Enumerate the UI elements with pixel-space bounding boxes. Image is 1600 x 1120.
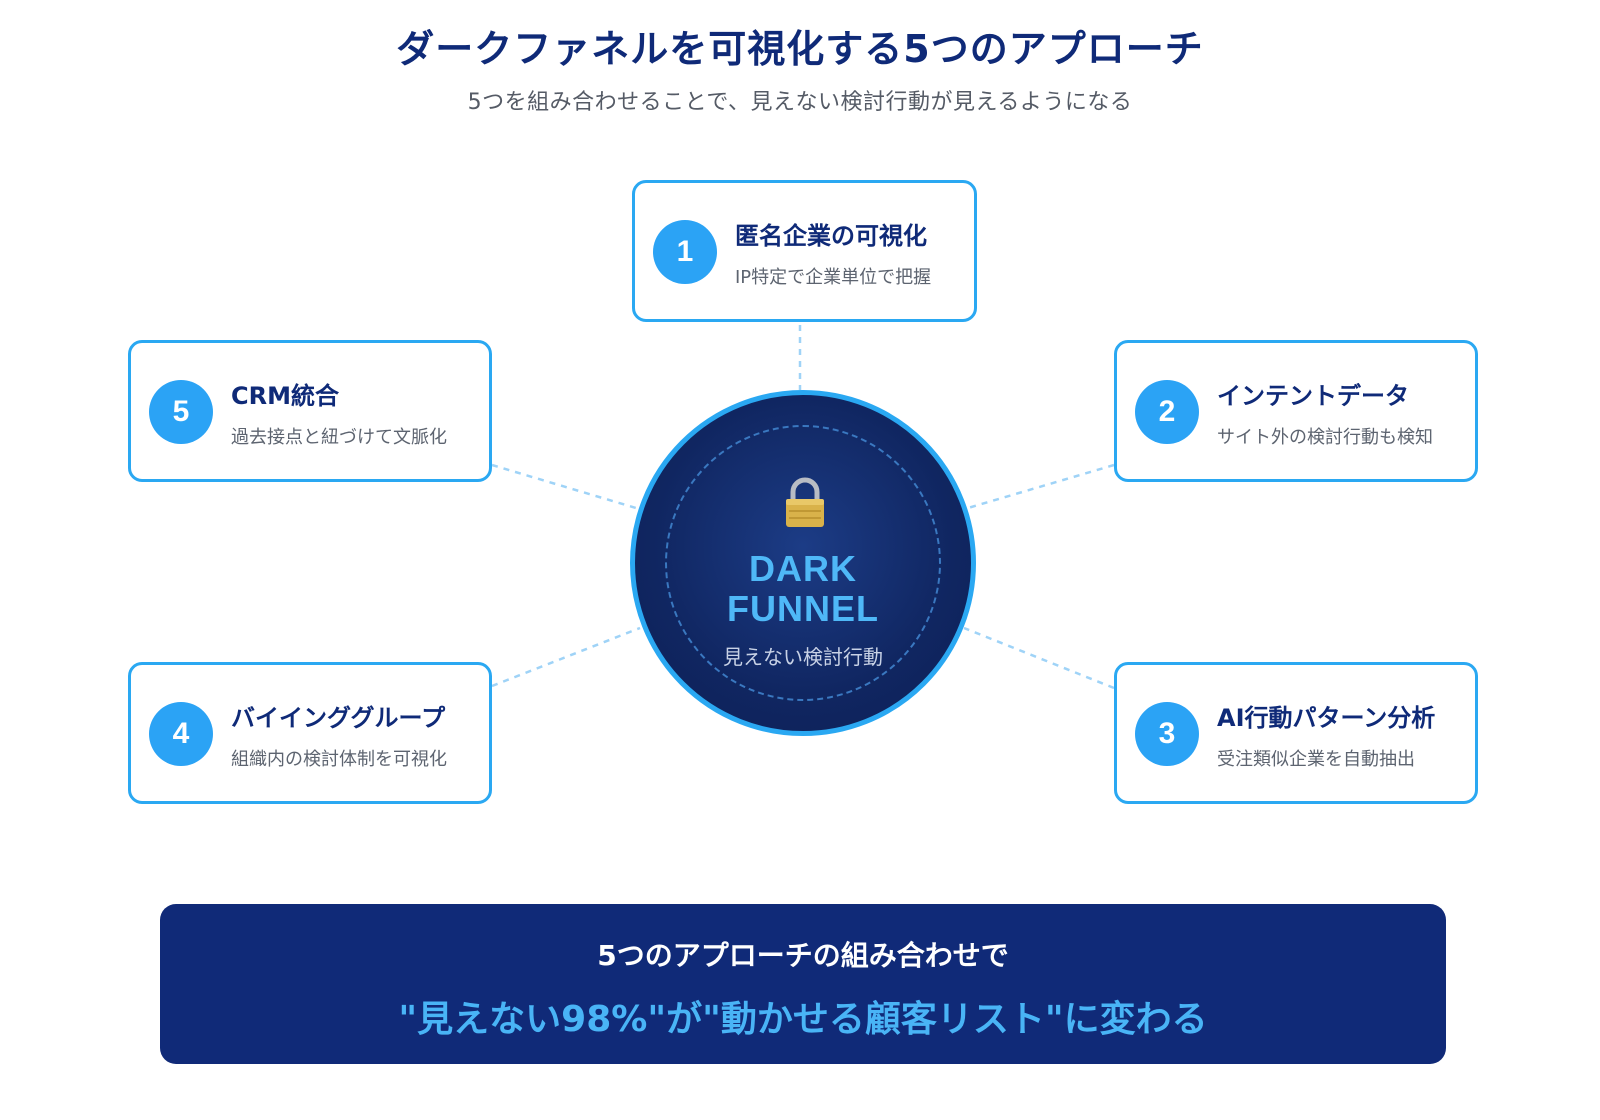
approach-description: 受注類似企業を自動抽出 — [1217, 749, 1415, 770]
summary-banner: 5つのアプローチの組み合わせで "見えない98%"が"動かせる顧客リスト"に変わ… — [160, 904, 1446, 1064]
approach-card-1: 1 匿名企業の可視化 IP特定で企業単位で把握 — [632, 180, 977, 322]
approach-title: CRM統合 — [231, 382, 339, 410]
dark-funnel-hub: DARK FUNNEL 見えない検討行動 — [630, 390, 976, 736]
approach-description: 組織内の検討体制を可視化 — [231, 749, 447, 770]
step-number-badge: 4 — [149, 702, 213, 766]
step-number-badge: 3 — [1135, 702, 1199, 766]
hub-title-line-1: DARK — [749, 548, 857, 589]
approach-title: 匿名企業の可視化 — [735, 222, 927, 250]
connector-line-3 — [963, 626, 1115, 690]
approach-card-3: 3 AI行動パターン分析 受注類似企業を自動抽出 — [1114, 662, 1478, 804]
connector-line-2 — [967, 463, 1115, 510]
step-number-badge: 1 — [653, 220, 717, 284]
approach-description: IP特定で企業単位で把握 — [735, 267, 932, 288]
page-title: ダークファネルを可視化する5つのアプローチ — [396, 27, 1204, 71]
hub-title-line-2: FUNNEL — [727, 588, 879, 629]
approach-card-5: 5 CRM統合 過去接点と紐づけて文脈化 — [128, 340, 492, 482]
step-number-badge: 5 — [149, 380, 213, 444]
approach-card-4: 4 バイインググループ 組織内の検討体制を可視化 — [128, 662, 492, 804]
approach-description: 過去接点と紐づけて文脈化 — [231, 427, 447, 448]
lock-icon — [786, 477, 824, 527]
connector-line-4 — [491, 626, 641, 688]
connector-line-5 — [491, 463, 637, 510]
banner-highlight-text: "見えない98%"が"動かせる顧客リスト"に変わる — [398, 999, 1208, 1040]
page-subtitle: 5つを組み合わせることで、見えない検討行動が見えるようになる — [467, 90, 1133, 115]
approach-title: インテントデータ — [1217, 382, 1409, 410]
banner-lead-text: 5つのアプローチの組み合わせで — [597, 939, 1009, 972]
hub-dashed-ring — [665, 425, 941, 701]
approach-title: AI行動パターン分析 — [1217, 704, 1436, 732]
approach-title: バイインググループ — [231, 704, 446, 732]
approach-card-2: 2 インテントデータ サイト外の検討行動も検知 — [1114, 340, 1478, 482]
step-number-badge: 2 — [1135, 380, 1199, 444]
hub-subtitle: 見えない検討行動 — [723, 645, 883, 669]
approach-description: サイト外の検討行動も検知 — [1217, 427, 1433, 448]
